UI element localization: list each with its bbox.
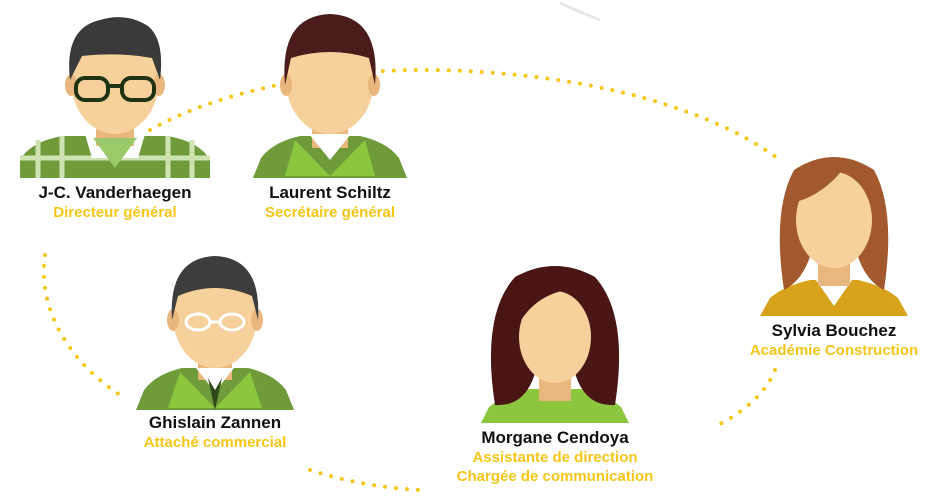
avatar-old-man-icon (136, 256, 294, 410)
avatar-glasses-man-icon (20, 17, 210, 178)
person-name: J-C. Vanderhaegen (38, 183, 192, 202)
person-card-vanderhaegen: J-C. Vanderhaegen Directeur général (0, 0, 230, 230)
person-label: Laurent Schiltz Secrétaire général (225, 182, 435, 222)
person-role: Directeur général (53, 204, 177, 221)
person-name: Sylvia Bouchez (771, 321, 897, 340)
person-card-zannen: Ghislain Zannen Attaché commercial (110, 240, 320, 465)
person-role: Assistante de direction (472, 449, 638, 466)
person-role: Attaché commercial (143, 434, 287, 451)
person-card-cendoya: Morgane Cendoya Assistante de direction … (445, 255, 665, 504)
person-name: Morgane Cendoya (481, 428, 629, 447)
person-card-bouchez: Sylvia Bouchez Académie Construction (724, 140, 944, 375)
avatar-man-icon (253, 14, 407, 178)
person-name: Ghislain Zannen (148, 413, 282, 432)
person-card-schiltz: Laurent Schiltz Secrétaire général (225, 0, 435, 230)
person-name: Laurent Schiltz (269, 183, 391, 202)
person-label: J-C. Vanderhaegen Directeur général (0, 182, 230, 222)
person-label: Morgane Cendoya Assistante de direction … (445, 427, 665, 486)
person-role: Secrétaire général (264, 204, 396, 221)
person-label: Sylvia Bouchez Académie Construction (724, 320, 944, 360)
avatar-woman-dark-hair-icon (481, 266, 629, 423)
person-role: Chargée de communication (456, 468, 654, 485)
avatar-woman-icon (760, 157, 908, 316)
person-role: Académie Construction (749, 342, 919, 359)
person-label: Ghislain Zannen Attaché commercial (110, 412, 320, 452)
